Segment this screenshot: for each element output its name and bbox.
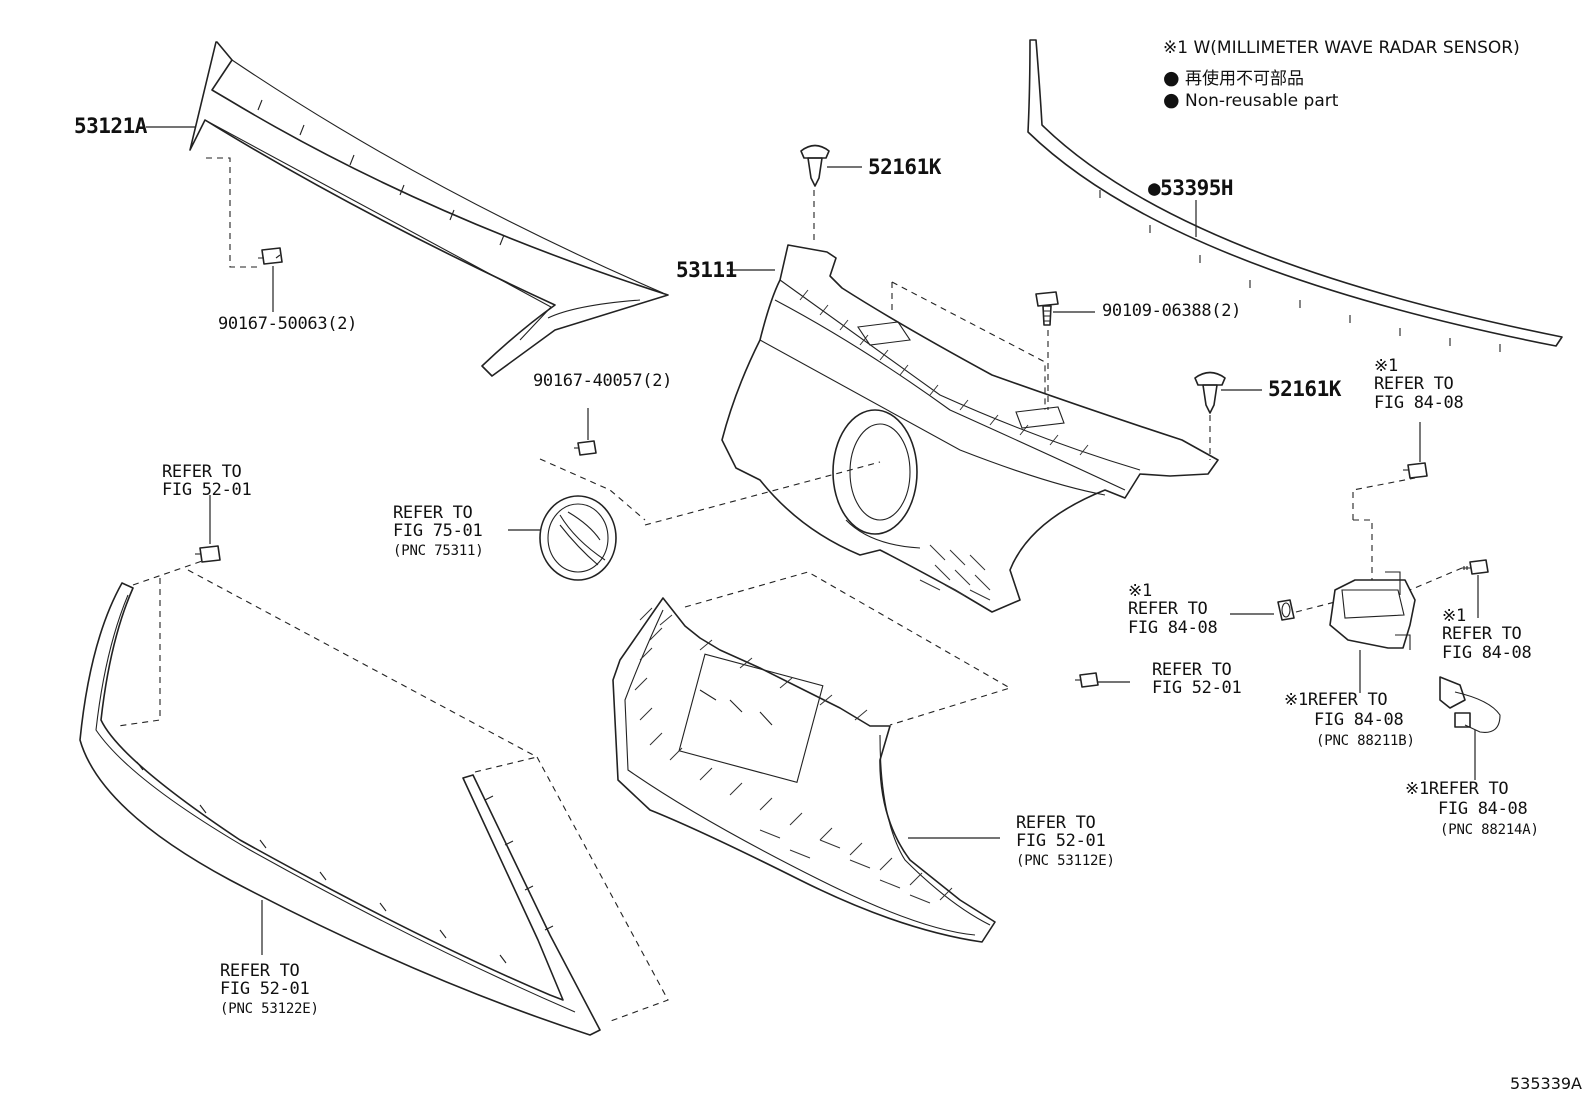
ref-line1: REFER TO <box>1442 624 1522 645</box>
ref-line1: REFER TO <box>162 462 242 482</box>
ref-line2: FIG 52-01 <box>162 480 252 501</box>
ref-mark: ※1 <box>1128 581 1152 601</box>
bolt-90109-06388 <box>1035 291 1059 326</box>
ref-line2: FIG 52-01 <box>1152 678 1242 699</box>
refer-radar-sensor-pnc: (PNC 88211B) <box>1316 733 1415 749</box>
nut-90167-40057 <box>574 440 597 456</box>
part-number-90167-50063: 90167-50063(2) <box>218 314 358 334</box>
grommet-radar-left <box>1277 599 1295 621</box>
part-number-52161K-top: 52161K <box>868 155 941 179</box>
ref-line1: REFER TO <box>220 961 300 981</box>
legend-note: ※1 W(MILLIMETER WAVE RADAR SENSOR) <box>1163 38 1520 58</box>
ref-line2: FIG 84-08 <box>1442 642 1532 663</box>
clip-grille <box>1075 672 1099 688</box>
part-number-53111: 53111 <box>676 258 737 282</box>
refer-radar-left: ※1 REFER TO FIG 84-08 <box>1128 581 1218 638</box>
refer-radar-bracket-pnc: (PNC 88214A) <box>1440 822 1539 838</box>
part-number-90109-06388: 90109-06388(2) <box>1102 301 1242 321</box>
refer-radar-bracket: ※1REFER TO <box>1405 779 1509 799</box>
ref-line1: REFER TO <box>1374 374 1454 395</box>
ref-line1: REFER TO <box>1128 599 1208 620</box>
legend-nonreusable-jp: ● 再使用不可部品 <box>1163 64 1304 89</box>
upper-molding-53121A <box>189 41 669 377</box>
ref-line2: FIG 52-01 <box>1016 831 1106 852</box>
upper-strip-53395H <box>1027 39 1563 352</box>
ref-line1: REFER TO <box>1428 779 1509 799</box>
legend-en-text: Non-reusable part <box>1185 91 1339 111</box>
ref-line2: FIG 75-01 <box>393 521 483 542</box>
refer-left-clip: REFER TO FIG 52-01 <box>162 462 252 501</box>
part-number-53395H: ●53395H <box>1148 176 1234 200</box>
nonreusable-bullet-icon: ● <box>1163 89 1180 111</box>
ref-pnc: (PNC 53112E) <box>1016 852 1115 869</box>
nonreusable-bullet-icon: ● <box>1148 176 1161 200</box>
ref-line2: FIG 84-08 <box>1374 392 1464 413</box>
grille-support-53111 <box>721 244 1219 613</box>
refer-radar-bracket-fig: FIG 84-08 <box>1438 799 1528 819</box>
refer-radar-right: ※1 REFER TO FIG 84-08 <box>1442 606 1532 663</box>
ref-line2: FIG 84-08 <box>1128 617 1218 638</box>
radar-bracket-88214A <box>1439 676 1501 733</box>
ref-line2: FIG 52-01 <box>220 979 310 1000</box>
ref-mark: ※1 <box>1442 606 1466 626</box>
refer-grille: REFER TO FIG 52-01 (PNC 53112E) <box>1016 814 1115 869</box>
refer-emblem: REFER TO FIG 75-01 (PNC 75311) <box>393 504 484 559</box>
refer-lower-mold: REFER TO FIG 52-01 (PNC 53122E) <box>220 962 319 1017</box>
bolt-radar-right <box>1462 559 1489 575</box>
ref-pnc: (PNC 75311) <box>393 542 484 559</box>
legend-note-text: ※1 W(MILLIMETER WAVE RADAR SENSOR) <box>1163 38 1520 58</box>
part-number-53121A: 53121A <box>74 114 147 138</box>
ref-line1: REFER TO <box>1152 660 1232 680</box>
ref-line1: REFER TO <box>393 503 473 523</box>
ref-mark: ※1 <box>1374 356 1398 376</box>
part-number-53395H-text: 53395H <box>1160 176 1234 200</box>
refer-radar-top: ※1 REFER TO FIG 84-08 <box>1374 356 1464 413</box>
clip-52161K-right <box>1194 371 1226 414</box>
legend-nonreusable-en: ● Non-reusable part <box>1163 89 1338 111</box>
clip-90167-50063 <box>258 247 283 265</box>
refer-radar-sensor-fig: FIG 84-08 <box>1314 710 1404 730</box>
radar-sensor-88211B <box>1329 571 1416 650</box>
clip-lower-left <box>195 545 221 563</box>
refer-grille-clip: REFER TO FIG 52-01 <box>1152 660 1242 699</box>
ref-pnc: (PNC 53122E) <box>220 1000 319 1017</box>
part-number-90167-40057: 90167-40057(2) <box>533 371 673 391</box>
nonreusable-bullet-icon: ● <box>1163 67 1180 89</box>
legend-jp-text: 再使用不可部品 <box>1185 69 1304 89</box>
lower-molding-53122E <box>79 582 601 1036</box>
refer-radar-sensor: ※1REFER TO <box>1284 690 1388 710</box>
nut-radar-top <box>1403 462 1428 479</box>
ref-mark: ※1 <box>1405 779 1429 799</box>
emblem <box>539 495 617 581</box>
figure-id: 535339A <box>1509 1074 1582 1093</box>
ref-line1: REFER TO <box>1307 690 1388 710</box>
ref-line1: REFER TO <box>1016 813 1096 833</box>
clip-52161K-top <box>800 144 830 187</box>
grille-53112E <box>612 597 996 943</box>
ref-mark: ※1 <box>1284 690 1308 710</box>
part-number-52161K-right: 52161K <box>1268 377 1341 401</box>
